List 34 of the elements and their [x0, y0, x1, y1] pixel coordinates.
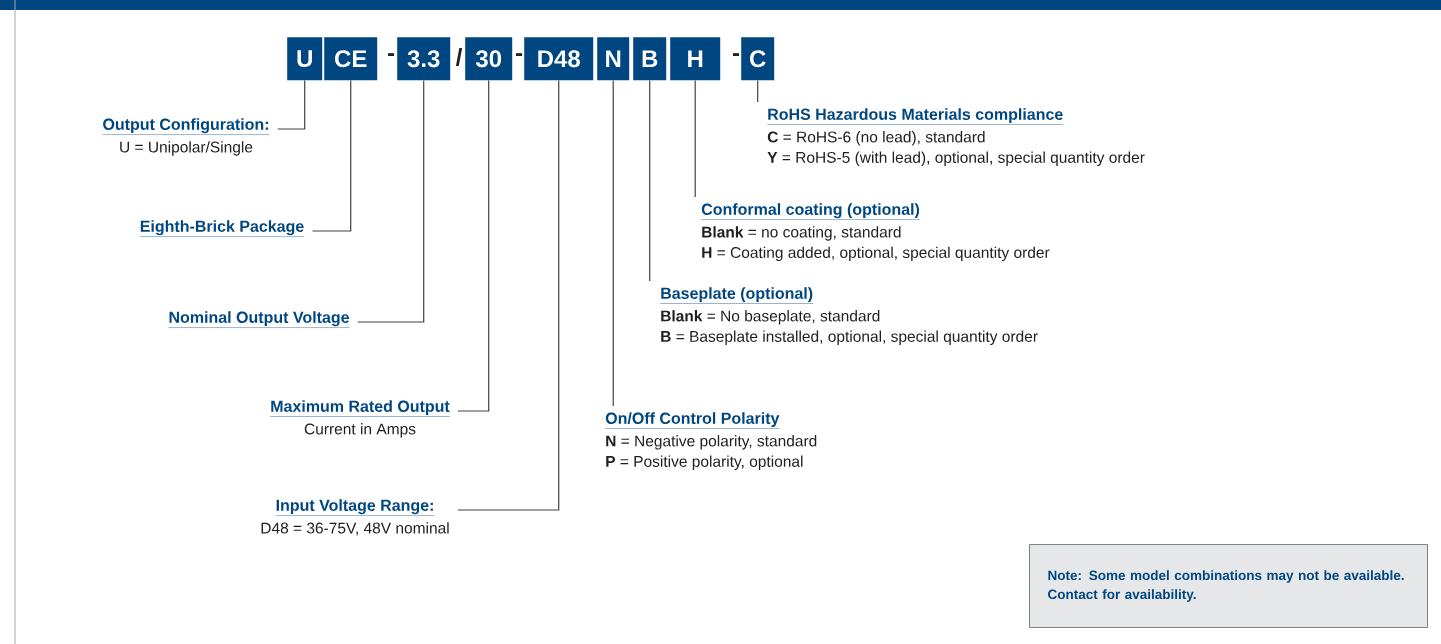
leader-line: [649, 79, 651, 282]
leader-line: [694, 79, 696, 198]
code-box: CE: [324, 37, 378, 81]
option-description: Maximum Rated Output Current in Amps: [270, 400, 450, 438]
option-description: Eighth-Brick Package: [139, 220, 305, 237]
code-box: H: [670, 37, 721, 81]
code-box: N: [597, 37, 630, 81]
separator: /: [455, 48, 463, 66]
leader-line: [757, 79, 759, 103]
leader-line: [277, 79, 306, 130]
leader-line: [457, 79, 560, 511]
code-box: B: [633, 37, 667, 81]
node-label: CE: [335, 50, 367, 68]
separator: -: [515, 53, 523, 56]
option-description: RoHS Hazardous Materials compliance C = RoHS-6 (no lead), standard Y = RoHS-5 (with lead), optional, special quantity order: [767, 108, 1145, 166]
node-label: U: [297, 50, 312, 68]
leader-line: [457, 79, 490, 412]
option-description: Output Configuration: U = Unipolar/Single: [102, 118, 270, 156]
code-box: 3.3: [397, 37, 451, 81]
leader-line: [357, 79, 425, 323]
option-description: Conformal coating (optional) Blank = no coating, standard H = Coating added, optional, special quantity order: [701, 203, 1050, 262]
code-box: U: [287, 37, 323, 81]
leader-line: [612, 79, 614, 407]
separator: -: [387, 53, 395, 56]
note-box: Note: Some model combinations may not be available. Contact for availability.: [1029, 544, 1428, 628]
separator: -: [732, 53, 740, 56]
option-description: On/Off Control Polarity N = Negative polarity, standard P = Positive polarity, optional: [605, 412, 817, 470]
option-description: Baseplate (optional) Blank = No baseplate, standard B = Baseplate installed, optional, special quantity order: [660, 287, 1038, 345]
code-box: 30: [465, 37, 513, 81]
leader-line: [311, 79, 352, 232]
option-description: Input Voltage Range: D48 = 36-75V, 48V nominal: [261, 499, 449, 536]
code-box: C: [741, 37, 775, 81]
option-description: Nominal Output Voltage: [168, 311, 350, 328]
code-box: D48: [524, 37, 594, 81]
